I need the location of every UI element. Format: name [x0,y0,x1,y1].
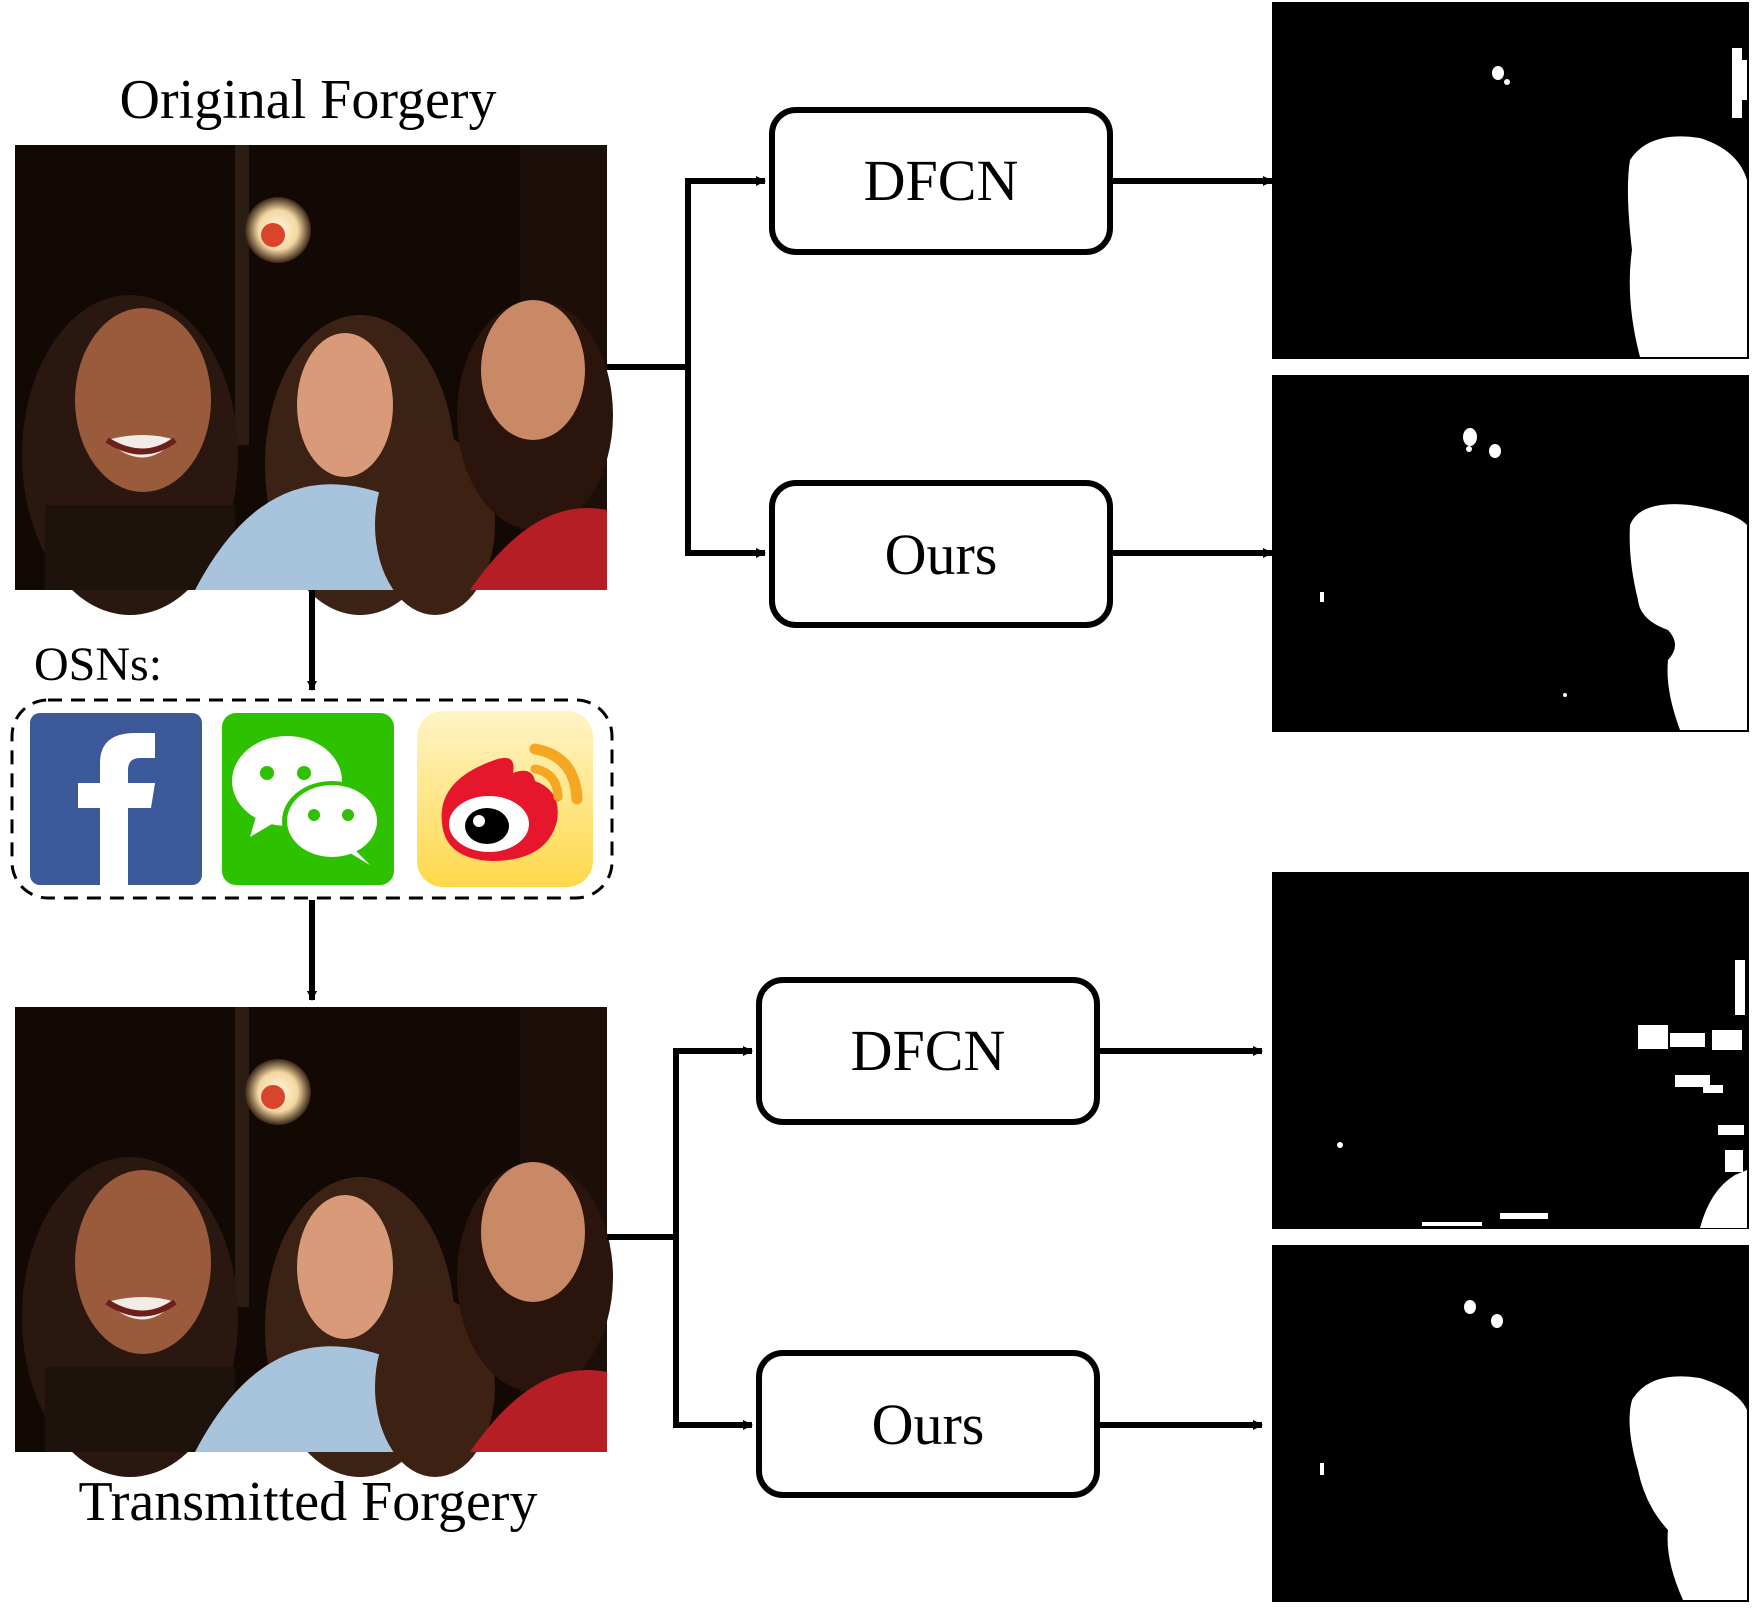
facebook-icon [30,713,202,885]
connector-original-to-ours [685,367,766,558]
original-forgery-title: Original Forgery [120,69,497,131]
top-ours-label: Ours [885,522,998,587]
connector-transmitted-to-ours [673,1237,753,1430]
mask-transmitted-dfcn [1272,872,1749,1229]
original-forgery-image [15,145,613,615]
top-ours-box [769,480,1113,628]
transmitted-forgery-title: Transmitted Forgery [79,1471,538,1533]
connector-original-to-dfcn [685,176,766,367]
bottom-ours-label: Ours [872,1392,985,1457]
top-dfcn-box [769,107,1113,255]
weibo-icon [417,711,593,887]
mask-original-dfcn [1272,2,1749,359]
wechat-icon [222,713,394,885]
top-dfcn-label: DFCN [864,148,1019,213]
osn-dashed-container [10,698,614,900]
transmitted-forgery-image [15,1007,613,1477]
mask-original-ours [1272,375,1749,732]
osns-label: OSNs: [34,638,162,691]
bottom-ours-box [756,1350,1100,1498]
connector-transmitted-to-dfcn [673,1046,753,1237]
bottom-dfcn-box [756,977,1100,1125]
mask-transmitted-ours [1272,1245,1749,1602]
bottom-dfcn-label: DFCN [851,1018,1006,1083]
